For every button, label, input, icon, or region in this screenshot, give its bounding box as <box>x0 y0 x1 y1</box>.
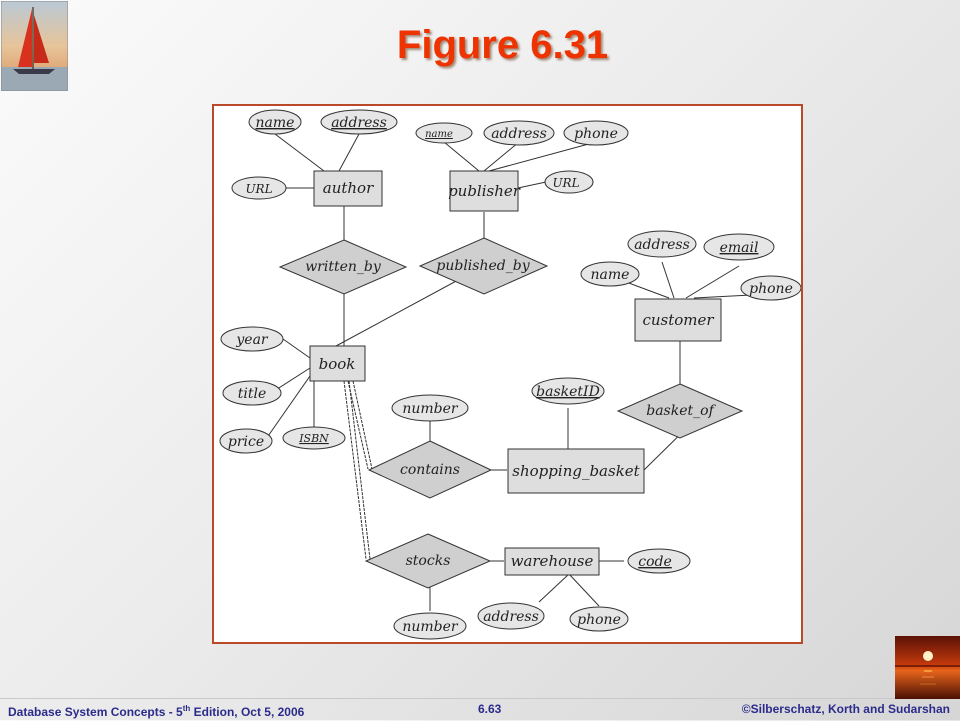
attr-author-url: URL <box>245 182 272 196</box>
relationship-basket-of: basket_of <box>646 403 716 419</box>
attr-author-name: name <box>256 115 295 131</box>
footer-edition-sup: th <box>182 704 191 713</box>
sailboat-logo <box>1 1 68 91</box>
attr-warehouse-address: address <box>483 609 539 625</box>
entity-author: author <box>323 179 374 197</box>
attr-publisher-url: URL <box>552 176 579 190</box>
er-diagram-frame: author publisher customer book shopping_… <box>212 104 803 644</box>
attr-customer-name: name <box>591 267 630 283</box>
footer-edition: Edition, Oct 5, 2006 <box>190 705 305 719</box>
footer-copyright: ©Silberschatz, Korth and Sudarshan <box>741 702 950 716</box>
er-diagram: author publisher customer book shopping_… <box>219 109 801 640</box>
attr-warehouse-phone: phone <box>577 612 621 628</box>
footer-page-number: 6.63 <box>478 702 502 716</box>
entity-publisher: publisher <box>448 182 521 200</box>
sunset-logo <box>895 636 960 699</box>
entity-shopping-basket: shopping_basket <box>512 462 640 480</box>
footer-rule <box>0 698 895 699</box>
attr-customer-phone: phone <box>749 281 793 297</box>
attr-customer-address: address <box>634 237 690 253</box>
entity-book: book <box>319 355 356 373</box>
relationship-contains: contains <box>400 462 460 478</box>
attr-publisher-name: name <box>425 129 453 140</box>
attr-publisher-address: address <box>491 126 547 142</box>
attr-contains-number: number <box>402 401 459 417</box>
attr-author-address: address <box>331 115 387 131</box>
relationship-written-by: written_by <box>305 259 382 275</box>
attr-book-isbn: ISBN <box>298 432 329 445</box>
footer-book: Database System Concepts - 5 <box>8 705 183 719</box>
entity-warehouse: warehouse <box>511 552 594 570</box>
slide-title: Figure 6.31 <box>396 23 609 67</box>
attr-book-title: title <box>238 386 267 402</box>
attr-stocks-number: number <box>402 619 459 635</box>
footer-book-info: Database System Concepts - 5th Edition, … <box>8 700 305 719</box>
attr-book-price: price <box>228 434 264 450</box>
relationship-published-by: published_by <box>436 258 530 274</box>
attr-publisher-phone: phone <box>574 126 618 142</box>
attr-warehouse-code: code <box>638 554 672 570</box>
attr-customer-email: email <box>720 240 759 256</box>
relationship-stocks: stocks <box>406 553 451 569</box>
attr-basket-id: basketID <box>536 384 600 400</box>
entity-customer: customer <box>642 311 714 329</box>
attr-book-year: year <box>235 332 269 348</box>
